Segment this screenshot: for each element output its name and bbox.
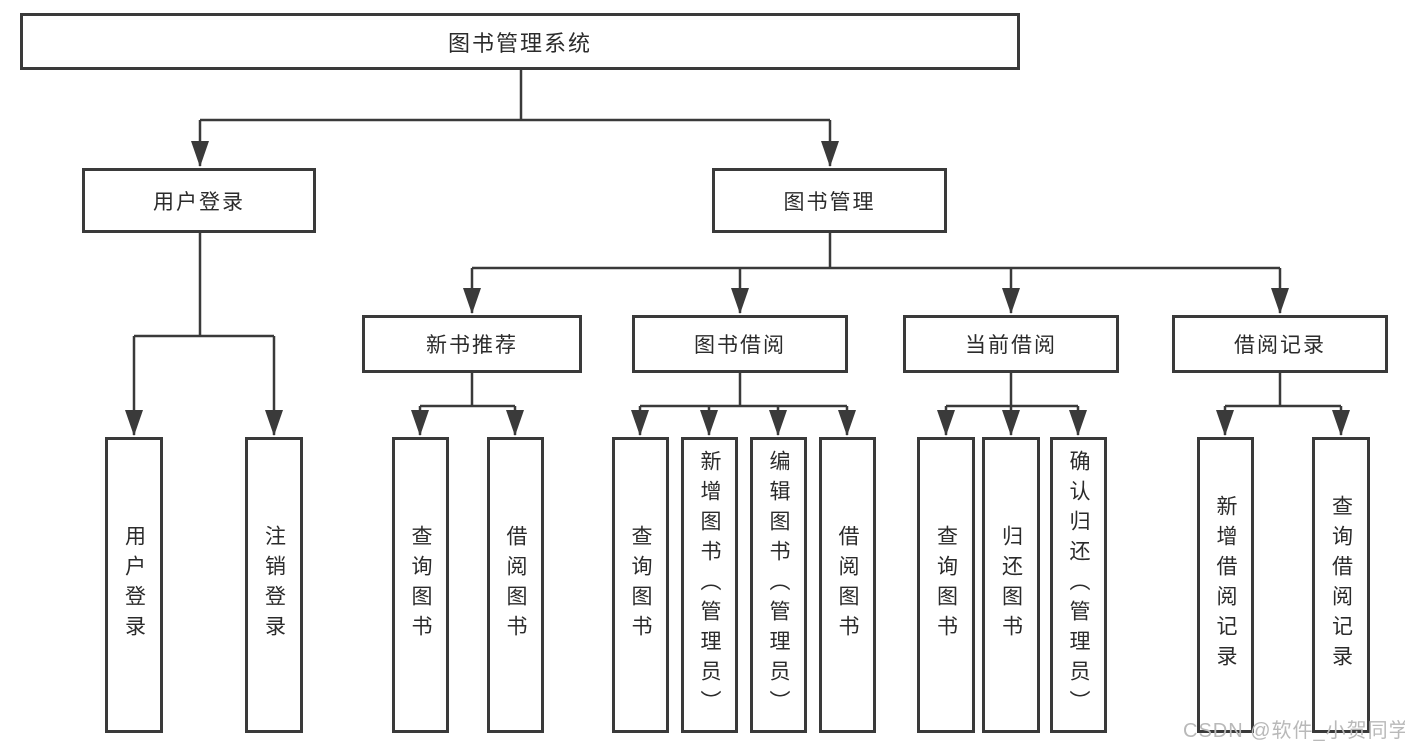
leaf-nb-query-books-label: 查询图书: [409, 525, 432, 645]
leaf-nb-borrow-books-label: 借阅图书: [504, 525, 527, 645]
leaf-user-login: 用户登录: [105, 437, 163, 733]
leaf-cb-return-books: 归还图书: [982, 437, 1040, 733]
leaf-cb-confirm-return-admin: 确认归还（管理员）: [1050, 437, 1107, 733]
leaf-br-add-record: 新增借阅记录: [1197, 437, 1254, 733]
node-book-borrowing: 图书借阅: [632, 315, 848, 373]
node-root: 图书管理系统: [20, 13, 1020, 70]
node-book-management: 图书管理: [712, 168, 947, 233]
leaf-user-login-label: 用户登录: [122, 525, 146, 645]
leaf-bb-borrow-books: 借阅图书: [819, 437, 876, 733]
leaf-nb-borrow-books: 借阅图书: [487, 437, 544, 733]
leaf-bb-borrow-books-label: 借阅图书: [836, 525, 859, 645]
leaf-bb-query-books-label: 查询图书: [629, 525, 652, 645]
leaf-br-query-record-label: 查询借阅记录: [1329, 495, 1353, 675]
node-book-management-label: 图书管理: [783, 190, 876, 214]
node-new-book-recommend: 新书推荐: [362, 315, 582, 373]
node-book-borrowing-label: 图书借阅: [694, 334, 786, 357]
node-root-label: 图书管理系统: [447, 30, 592, 56]
leaf-logout-label: 注销登录: [262, 525, 286, 645]
leaf-bb-edit-books-admin: 编辑图书（管理员）: [750, 437, 807, 733]
leaf-logout: 注销登录: [245, 437, 303, 733]
leaf-cb-query-books: 查询图书: [917, 437, 975, 733]
node-user-login: 用户登录: [82, 168, 316, 233]
node-new-book-recommend-label: 新书推荐: [426, 334, 518, 357]
leaf-cb-return-books-label: 归还图书: [999, 525, 1023, 645]
node-borrow-records-label: 借阅记录: [1234, 334, 1326, 357]
node-user-login-label: 用户登录: [153, 190, 245, 214]
node-current-borrowing: 当前借阅: [903, 315, 1119, 373]
leaf-br-add-record-label: 新增借阅记录: [1214, 495, 1237, 675]
leaf-bb-query-books: 查询图书: [612, 437, 669, 733]
node-borrow-records: 借阅记录: [1172, 315, 1388, 373]
node-current-borrowing-label: 当前借阅: [965, 334, 1057, 357]
leaf-nb-query-books: 查询图书: [392, 437, 449, 733]
csdn-watermark: CSDN @软件_小贺同学: [1183, 720, 1405, 742]
leaf-cb-query-books-label: 查询图书: [934, 525, 958, 645]
leaf-cb-confirm-return-admin-label: 确认归还（管理员）: [1067, 450, 1090, 720]
leaf-br-query-record: 查询借阅记录: [1312, 437, 1370, 733]
leaf-bb-add-books-admin: 新增图书（管理员）: [681, 437, 738, 733]
leaf-bb-add-books-admin-label: 新增图书（管理员）: [698, 450, 721, 720]
leaf-bb-edit-books-admin-label: 编辑图书（管理员）: [767, 450, 790, 720]
